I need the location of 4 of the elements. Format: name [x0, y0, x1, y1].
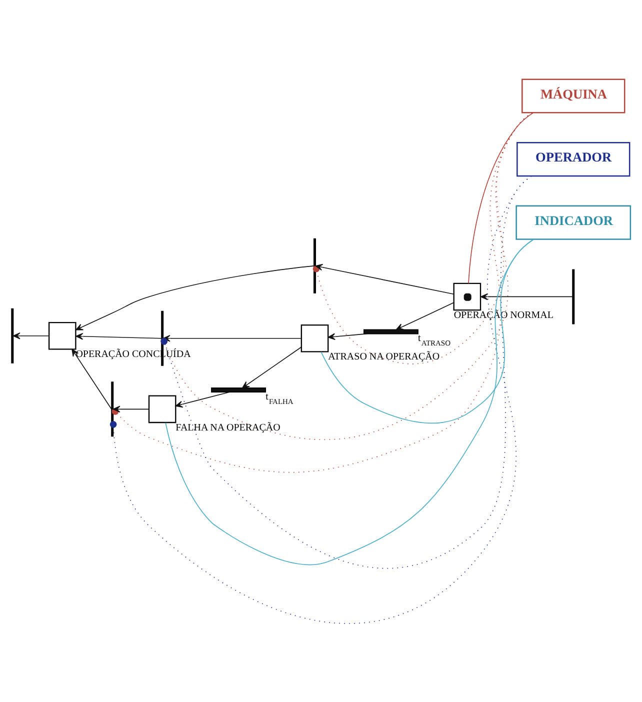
node-label: ATRASO NA OPERAÇÃO — [328, 351, 440, 362]
node-label: FALHA NA OPERAÇÃO — [176, 422, 280, 433]
node-label: t$_{FALHA}$ — [266, 390, 294, 406]
node-label: t$_{ATRASO}$ — [418, 332, 450, 347]
